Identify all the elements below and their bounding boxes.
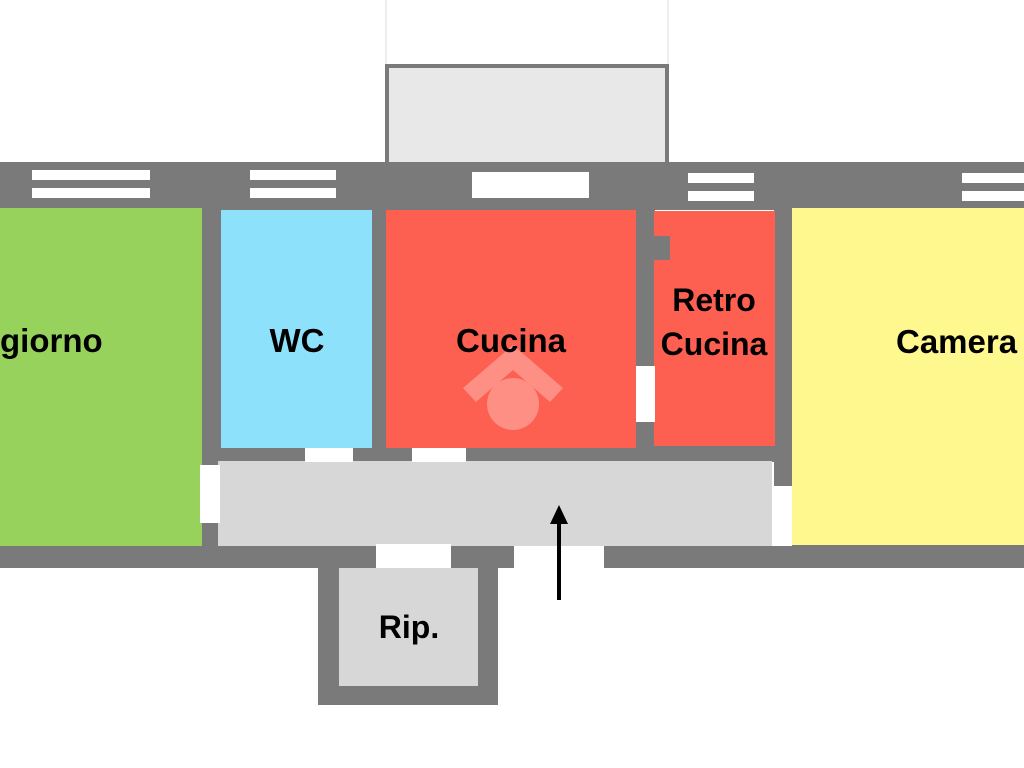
door-soggiorno [200,465,220,523]
label-wc: WC [270,322,325,359]
door-camera [772,486,792,546]
door-wc [305,448,353,462]
window-soggiorno [32,170,150,198]
window-wc [250,170,336,198]
label-camera: Camera [896,323,1018,360]
room-retro-cucina [654,211,775,446]
door-retro-cucina [636,366,655,422]
label-cucina: Cucina [456,322,567,359]
label-soggiorno: giorno [0,322,103,359]
balcony [385,64,669,168]
window-cucina [472,172,589,198]
room-camera [792,208,1024,545]
entrance-arrow-icon [550,505,568,600]
room-cucina [386,210,636,448]
corridor [218,461,772,546]
door-cucina [412,448,466,462]
room-wc [221,210,372,448]
wall-wc-cucina [372,205,386,455]
wall-soggiorno-wc [200,205,222,550]
wall-notch [654,236,670,260]
house-logo-icon [463,345,563,430]
label-retro-cucina-line2: Cucina [661,326,768,362]
label-ripostiglio: Rip. [379,609,439,645]
window-retro-cucina [688,173,754,201]
bottom-wall-right [604,544,1024,568]
window-camera [962,173,1024,201]
door-ripostiglio [376,544,451,568]
room-soggiorno [0,208,202,546]
label-retro-cucina-line1: Retro [672,282,756,318]
wall-rooms-corridor [215,446,790,462]
room-ripostiglio [339,568,478,686]
